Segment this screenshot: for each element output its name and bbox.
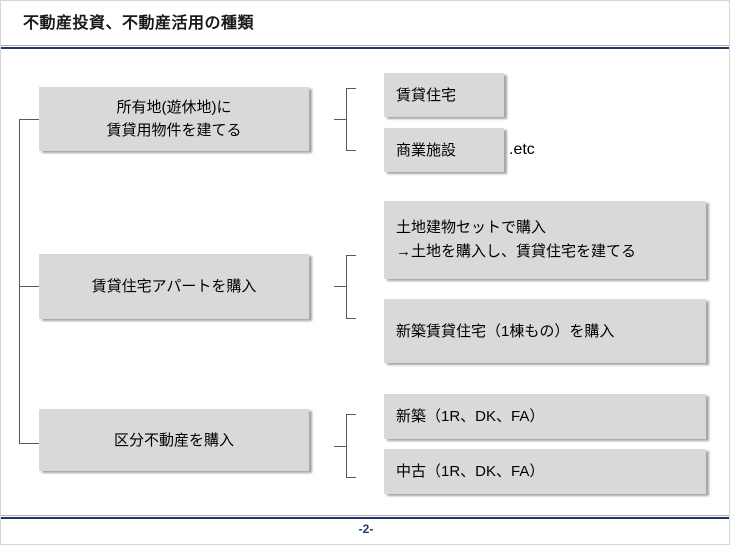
leaf-box-rental-housing: 賃貸住宅 bbox=[384, 73, 504, 117]
page-number: -2- bbox=[358, 522, 374, 536]
title-divider-highlight bbox=[1, 45, 729, 46]
leaf-box-new-unit: 新築（1R、DK、FA） bbox=[384, 394, 706, 439]
page-title: 不動産投資、不動産活用の種類 bbox=[23, 15, 255, 32]
footer-divider-highlight bbox=[1, 515, 729, 516]
footer-divider bbox=[1, 517, 729, 519]
branch3-bracket-arm bbox=[334, 446, 346, 447]
branch2-bracket-arm bbox=[334, 286, 346, 287]
leaf-box-used-unit: 中古（1R、DK、FA） bbox=[384, 449, 706, 494]
branch3-bracket bbox=[346, 414, 356, 478]
title-divider bbox=[1, 47, 729, 49]
leaf-box-new-rental-building: 新築賃貸住宅（1棟もの）を購入 bbox=[384, 299, 706, 363]
etc-label: .etc bbox=[509, 141, 535, 158]
left-tree-bracket bbox=[19, 119, 39, 444]
branch1-bracket bbox=[346, 88, 356, 151]
branch2-bracket bbox=[346, 255, 356, 319]
leaf-box-land-building-set: 土地建物セットで購入 →土地を購入し、賃貸住宅を建てる bbox=[384, 201, 706, 279]
left-tree-bracket-middle-arm bbox=[19, 286, 39, 287]
branch1-bracket-arm bbox=[334, 119, 346, 120]
branch-box-build-on-owned-land: 所有地(遊休地)に 賃貸用物件を建てる bbox=[39, 87, 309, 151]
branch-box-buy-condo-unit: 区分不動産を購入 bbox=[39, 409, 309, 471]
leaf-box-commercial-facility: 商業施設 bbox=[384, 128, 504, 172]
branch-box-buy-rental-apartment: 賃貸住宅アパートを購入 bbox=[39, 254, 309, 319]
